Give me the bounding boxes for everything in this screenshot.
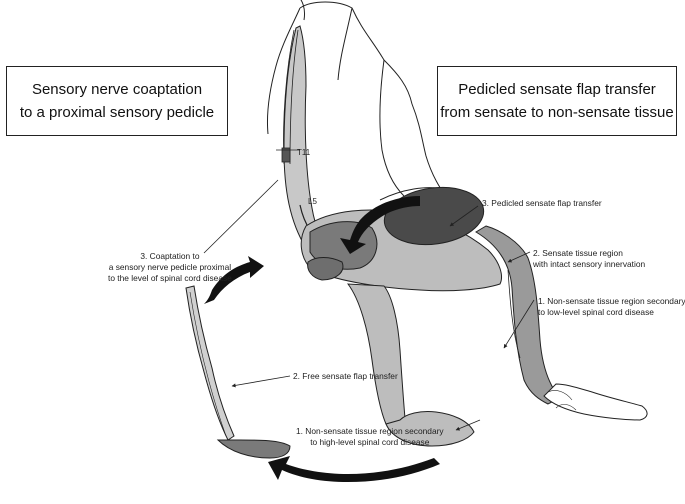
- label-pedicled-flap: 3. Pedicled sensate flap transfer: [482, 198, 602, 208]
- leader-lines: [203, 149, 535, 431]
- label-free-flap: 2. Free sensate flap transfer: [293, 371, 398, 381]
- label-nonsensate-low: 1. Non-sensate tissue region secondary t…: [538, 296, 685, 318]
- arrow-upper-left: [204, 256, 264, 304]
- t11-marker: [281, 147, 291, 163]
- far-leg: [475, 225, 648, 421]
- box-right-line1: Pedicled sensate flap transfer: [458, 81, 656, 98]
- label-nonsensate-low-line2: to low-level spinal cord disease: [538, 307, 654, 317]
- box-left-line1: Sensory nerve coaptation: [31, 81, 203, 98]
- free-flap-illustration: [185, 285, 291, 459]
- label-nonsensate-low-line1: 1. Non-sensate tissue region secondary: [538, 296, 685, 306]
- spine-level-t11: T11: [297, 148, 311, 157]
- near-leg: [346, 283, 475, 447]
- arrow-flap-transfer: [340, 196, 420, 254]
- label-nonsensate-high: 1. Non-sensate tissue region secondary t…: [296, 426, 444, 448]
- label-nonsensate-high-line1: 1. Non-sensate tissue region secondary: [296, 426, 444, 436]
- box-left-line2: to a proximal sensory pedicle: [19, 104, 215, 121]
- label-sensate-region-line1: 2. Sensate tissue region: [533, 248, 623, 258]
- flow-arrows: [204, 196, 440, 482]
- label-nonsensate-high-line2: to high-level spinal cord disease: [310, 437, 430, 447]
- label-sensate-region: 2. Sensate tissue region with intact sen…: [533, 248, 645, 270]
- arrow-bottom: [268, 456, 440, 482]
- spine-level-l5: L5: [308, 197, 317, 206]
- label-sensate-region-line2: with intact sensory innervation: [533, 259, 646, 269]
- box-right-line2: from sensate to non-sensate tissue: [440, 104, 674, 121]
- label-coaptation-line1: 3. Coaptation to: [140, 251, 200, 261]
- label-coaptation: 3. Coaptation to a sensory nerve pedicle…: [108, 251, 232, 284]
- sensory-nerve-coaptation-box: Sensory nerve coaptation to a proximal s…: [6, 66, 228, 136]
- pedicled-flap-transfer-box: Pedicled sensate flap transfer from sens…: [437, 66, 677, 136]
- label-coaptation-line3: to the level of spinal cord disease: [108, 273, 232, 283]
- label-coaptation-line2: a sensory nerve pedicle proximal: [108, 262, 232, 272]
